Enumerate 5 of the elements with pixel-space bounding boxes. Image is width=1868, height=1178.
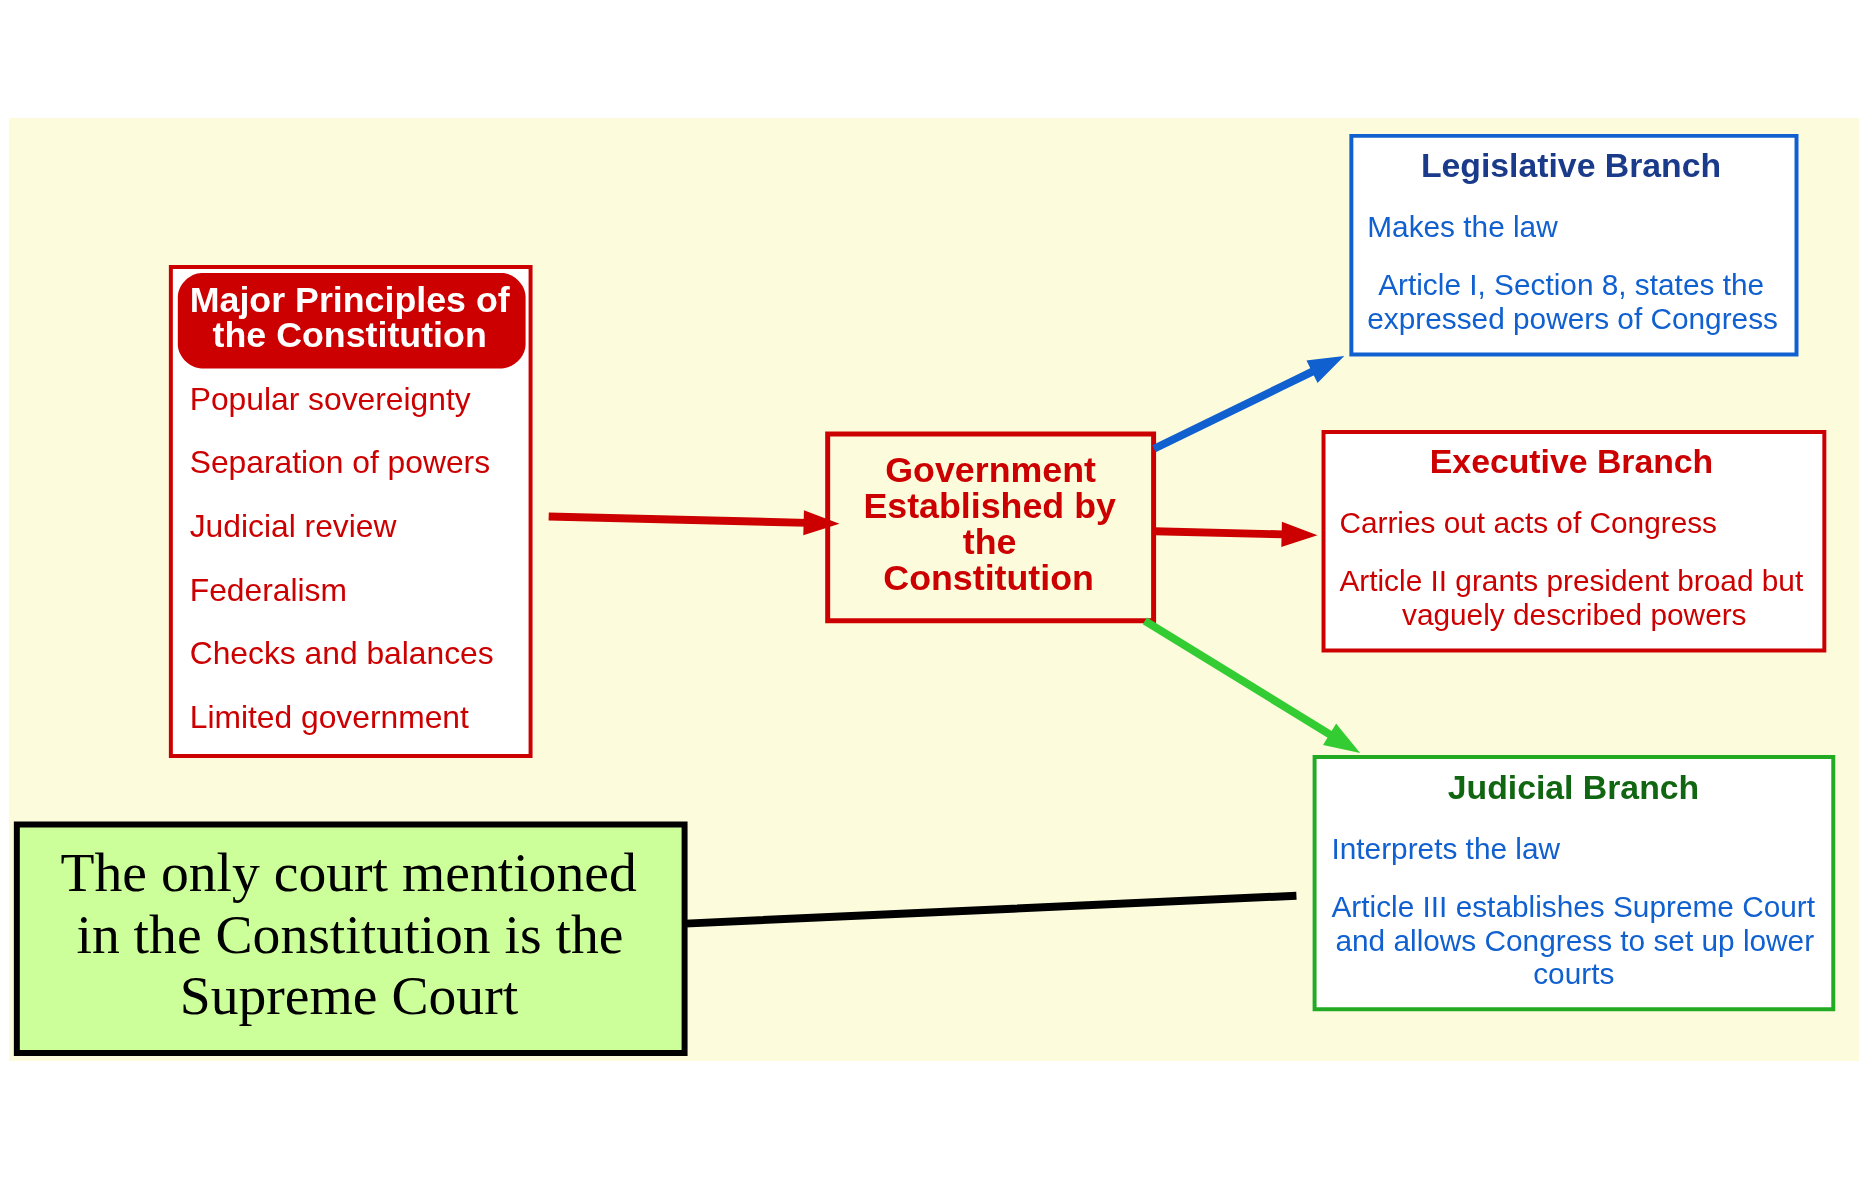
node-box: The only court mentioned in the Constitution is the Supreme Court — [13, 821, 688, 1056]
arrow — [1142, 616, 1361, 753]
arrow — [1152, 355, 1345, 452]
node-box: Government Established by the Constitution — [825, 431, 1157, 623]
arrow — [1153, 521, 1318, 547]
